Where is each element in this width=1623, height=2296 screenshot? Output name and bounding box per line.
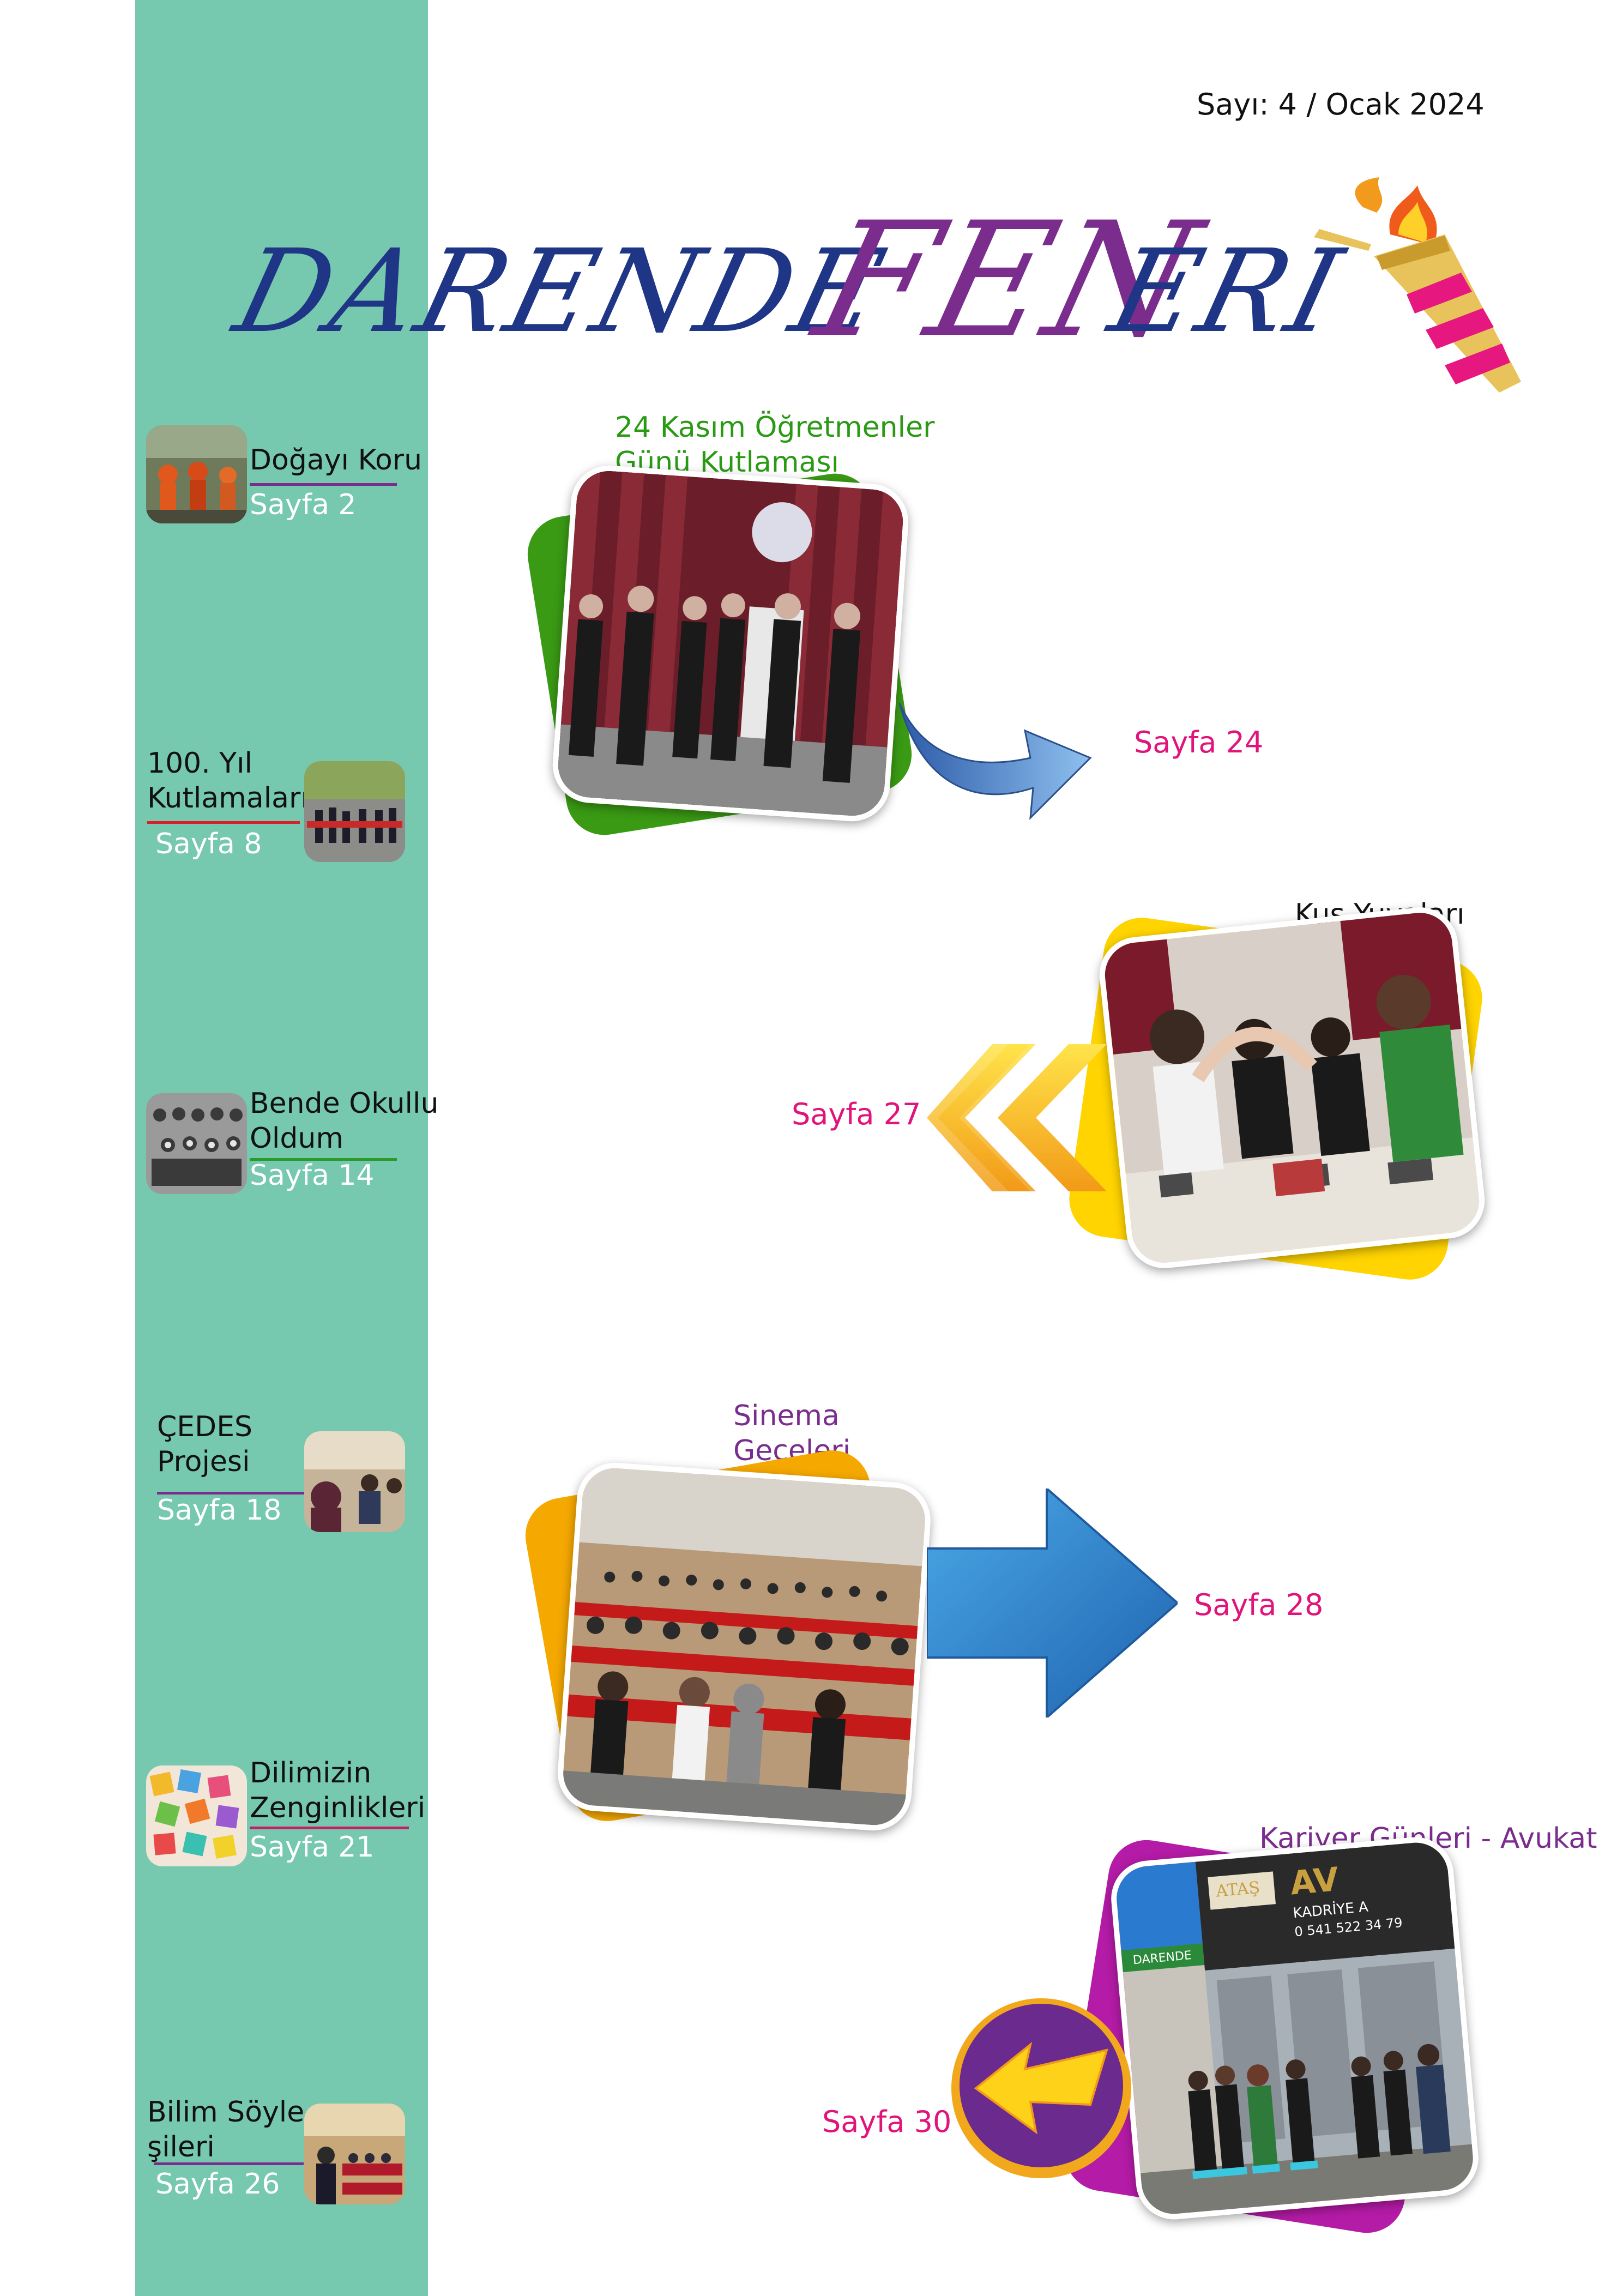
feature-page-kus[interactable]: Sayfa 27: [792, 1097, 921, 1131]
feature-page-ogretmenler[interactable]: Sayfa 24: [1134, 725, 1264, 760]
thumb-100-yil: [304, 761, 405, 862]
sidebar-page-100-yil[interactable]: Sayfa 8: [155, 828, 262, 860]
teachers-day-photo: [556, 468, 906, 818]
sidebar-label-bilim-1[interactable]: Bilim Söyle-: [147, 2096, 315, 2129]
sidebar-label-bilim-2[interactable]: şileri: [147, 2131, 215, 2164]
science-talk-photo: [304, 2104, 405, 2204]
sidebar-underline-bilim: [154, 2162, 304, 2165]
sidebar-label-bende-1[interactable]: Bende Okullu: [250, 1087, 439, 1120]
cinema-nights-photo: [561, 1466, 927, 1828]
feature-page-sinema[interactable]: Sayfa 28: [1194, 1588, 1324, 1622]
torch-icon: [1281, 174, 1537, 403]
letters-photo: [146, 1765, 247, 1866]
bird-houses-photo: [1101, 909, 1483, 1266]
sidebar-page-bende[interactable]: Sayfa 14: [250, 1159, 375, 1192]
sidebar-label-100-yil-1[interactable]: 100. Yıl: [147, 747, 252, 780]
thumb-cedes: [304, 1431, 405, 1532]
feature-photo-kus[interactable]: [1095, 903, 1489, 1272]
sidebar-page-cedes[interactable]: Sayfa 18: [157, 1494, 282, 1527]
sidebar-underline-dilimizin: [250, 1827, 409, 1829]
sidebar-label-bende-2[interactable]: Oldum: [250, 1122, 343, 1155]
thumb-bilim: [304, 2104, 405, 2204]
sidebar-label-doga[interactable]: Doğayı Koru: [250, 444, 423, 477]
feature-title-sinema-1[interactable]: Sinema: [733, 1400, 840, 1432]
sidebar-label-cedes-2[interactable]: Projesi: [157, 1445, 250, 1478]
sidebar-underline-bende: [250, 1158, 397, 1161]
thumb-dilimizin: [146, 1765, 247, 1866]
sidebar-page-doga[interactable]: Sayfa 2: [250, 489, 357, 521]
project-photo: [304, 1431, 405, 1532]
sidebar-label-dilimizin-1[interactable]: Dilimizin: [250, 1757, 372, 1789]
office-brand-text: AV: [1288, 1860, 1341, 1903]
issue-date: Sayı: 4 / Ocak 2024: [1197, 87, 1485, 122]
nature-photo: [146, 425, 247, 523]
sidebar-label-100-yil-2[interactable]: Kutlamaları: [147, 782, 309, 815]
feature-photo-ogretmenler[interactable]: [550, 463, 911, 824]
sidebar-page-bilim[interactable]: Sayfa 26: [155, 2168, 280, 2201]
feature-page-kariyer[interactable]: Sayfa 30: [822, 2105, 952, 2139]
sidebar-label-dilimizin-2[interactable]: Zenginlikleri: [250, 1792, 426, 1824]
celebration-photo: [304, 761, 405, 862]
sidebar-underline-doga: [250, 483, 397, 486]
career-day-photo: [1114, 1840, 1476, 2217]
feature-photo-kariyer[interactable]: ATAŞ AV KADRİYE A 0 541 522 34 79 DAREND…: [1108, 1834, 1482, 2223]
sidebar-page-dilimizin[interactable]: Sayfa 21: [250, 1831, 375, 1864]
feature-title-ogretmenler-1[interactable]: 24 Kasım Öğretmenler: [615, 411, 935, 444]
circle-arrow-left-icon: [949, 1996, 1134, 2181]
feature-title-ogretmenler-2[interactable]: Günü Kutlaması: [615, 446, 839, 479]
masthead-darende: DARENDE: [223, 225, 900, 358]
office-sign-text: ATAŞ: [1215, 1878, 1261, 1901]
thumb-doga: [146, 425, 247, 523]
arrow-right-icon: [927, 1489, 1178, 1718]
curved-arrow-icon: [894, 698, 1123, 829]
feature-photo-sinema[interactable]: [555, 1460, 933, 1833]
sidebar-underline-100-yil: [147, 821, 300, 824]
sidebar-underline-cedes: [157, 1492, 304, 1494]
thumb-bende-okullu: [146, 1093, 247, 1194]
sidebar-label-cedes-1[interactable]: ÇEDES: [157, 1411, 253, 1443]
old-school-photo: [146, 1093, 247, 1194]
double-chevron-left-icon: [927, 1044, 1107, 1191]
